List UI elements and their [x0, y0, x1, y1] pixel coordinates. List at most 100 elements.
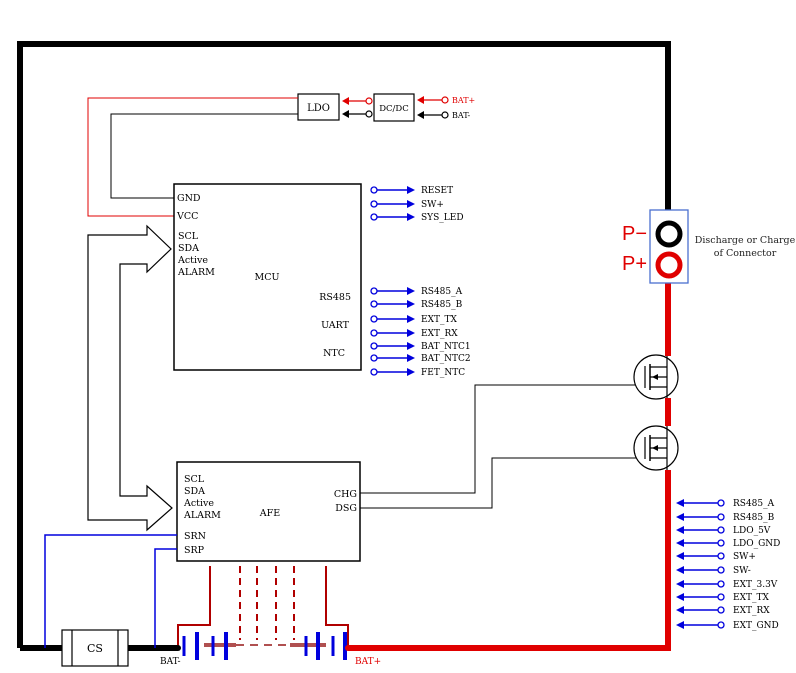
ext-input-ldo-gnd: LDO_GND: [676, 539, 780, 549]
ext-input-sw-: SW+: [676, 552, 756, 562]
afe-pin-active: Active: [183, 498, 214, 509]
p-minus-terminal[interactable]: [655, 220, 683, 248]
signal-terminal: [370, 368, 378, 376]
signal-label: SW-: [733, 566, 751, 576]
signal-arrow: [676, 580, 684, 588]
ext-input-rs485-b: RS485_B: [676, 513, 775, 523]
connector-caption-line1: Discharge or Charge: [695, 235, 796, 246]
signal-arrow: [407, 315, 415, 323]
signal-label: EXT_RX: [421, 329, 458, 339]
signal-label: BAT_NTC1: [421, 342, 471, 352]
chg-gate-wire: [360, 384, 645, 494]
p-plus-terminal[interactable]: [655, 251, 683, 279]
signal-terminal: [370, 186, 378, 194]
signal-terminal: [717, 606, 725, 614]
signal-label: LDO_GND: [733, 539, 780, 549]
afe-pin-sda: SDA: [184, 486, 205, 497]
mcu-pin-gnd: GND: [177, 193, 201, 204]
signal-arrow: [676, 552, 684, 560]
mcu-output-fet-ntc: FET_NTC: [370, 368, 465, 378]
battery-neg-node: [175, 645, 181, 651]
signal-arrow: [407, 329, 415, 337]
ldo-gnd-wire: [110, 113, 298, 199]
batp-in-terminal: [441, 96, 449, 104]
discharge-mosfet: [633, 425, 679, 471]
afe-pin-srp: SRP: [184, 545, 205, 556]
mcu-pin-active: Active: [177, 255, 208, 266]
dcdc-ldo-black-arrow: [342, 110, 349, 118]
signal-label: EXT_3.3V: [733, 580, 778, 590]
signal-terminal: [370, 300, 378, 308]
signal-label: LDO_5V: [733, 526, 771, 536]
dsg-gate-wire: [360, 457, 645, 509]
signal-label: SW+: [733, 552, 756, 562]
ext-input-ext-tx: EXT_TX: [676, 593, 769, 603]
signal-arrow: [676, 499, 684, 507]
ext-input-ext-gnd: EXT_GND: [676, 621, 779, 631]
mcu-output-bat-ntc1: BAT_NTC1: [370, 342, 471, 352]
afe-pin-alarm: ALARM: [183, 510, 221, 521]
ext-input-ldo-5v: LDO_5V: [676, 526, 771, 536]
mcu-output-sys-led: SYS_LED: [370, 213, 464, 223]
battery-neg-label: BAT-: [160, 657, 181, 667]
ext-input-ext-3-3v: EXT_3.3V: [676, 580, 778, 590]
afe-title: AFE: [259, 508, 280, 519]
batp-in-arrow: [417, 96, 424, 104]
signal-terminal: [370, 342, 378, 350]
signal-label: RESET: [421, 186, 453, 196]
signal-terminal: [717, 580, 725, 588]
ext-input-ext-rx: EXT_RX: [676, 606, 770, 616]
batm-in-label: BAT-: [452, 111, 471, 120]
afe-pin-scl: SCL: [184, 474, 205, 485]
signal-terminal: [370, 354, 378, 362]
cs-box: [61, 629, 129, 667]
p-plus-label: P+: [622, 253, 647, 275]
mcu-pin-scl: SCL: [178, 231, 199, 242]
mcu-output-rs485-b: RS485_B: [370, 300, 463, 310]
signal-arrow: [407, 287, 415, 295]
mcu-group-uart: UART: [321, 320, 350, 331]
signal-terminal: [717, 526, 725, 534]
battery-cells: [182, 632, 347, 660]
mcu-output-rs485-a: RS485_A: [370, 287, 463, 297]
signal-terminal: [370, 213, 378, 221]
signal-terminal: [717, 593, 725, 601]
mcu-title: MCU: [254, 272, 279, 283]
signal-terminal: [717, 621, 725, 629]
external-input-signals: RS485_A RS485_B LDO_5V LDO_GND SW+ SW- EXT_3.3…: [676, 499, 780, 631]
afe-pin-dsg: DSG: [335, 503, 357, 514]
ext-input-rs485-a: RS485_A: [676, 499, 775, 509]
signal-label: RS485_A: [733, 499, 775, 509]
srp-sense-wire: [154, 548, 177, 648]
dcdc-ldo-red-arrow: [342, 97, 349, 105]
signal-arrow: [407, 186, 415, 194]
cell-tap-1: [177, 566, 211, 646]
signal-label: EXT_GND: [733, 621, 779, 631]
cell-tap-6: [325, 566, 349, 646]
mcu-pin-alarm: ALARM: [177, 267, 215, 278]
signal-arrow: [676, 513, 684, 521]
mcu-output-bat-ntc2: BAT_NTC2: [370, 354, 471, 364]
mcu-pin-vcc: VCC: [176, 211, 198, 222]
i2c-bus-arrow: [87, 224, 173, 532]
signal-label: SW+: [421, 200, 444, 210]
mcu-output-sw-: SW+: [370, 200, 444, 210]
mcu-output-ext-tx: EXT_TX: [370, 315, 457, 325]
signal-arrow: [676, 606, 684, 614]
signal-label: RS485_B: [733, 513, 775, 523]
signal-label: RS485_A: [421, 287, 463, 297]
signal-label: EXT_RX: [733, 606, 770, 616]
ldo-label: LDO: [307, 103, 330, 114]
signal-arrow: [676, 593, 684, 601]
signal-arrow: [407, 354, 415, 362]
mcu-output-reset: RESET: [370, 186, 453, 196]
signal-terminal: [370, 287, 378, 295]
signal-terminal: [717, 552, 725, 560]
batm-in-arrow: [417, 111, 424, 119]
signal-arrow: [676, 539, 684, 547]
signal-arrow: [676, 526, 684, 534]
signal-terminal: [717, 539, 725, 547]
mcu-group-rs485: RS485: [319, 292, 351, 303]
signal-arrow: [407, 213, 415, 221]
